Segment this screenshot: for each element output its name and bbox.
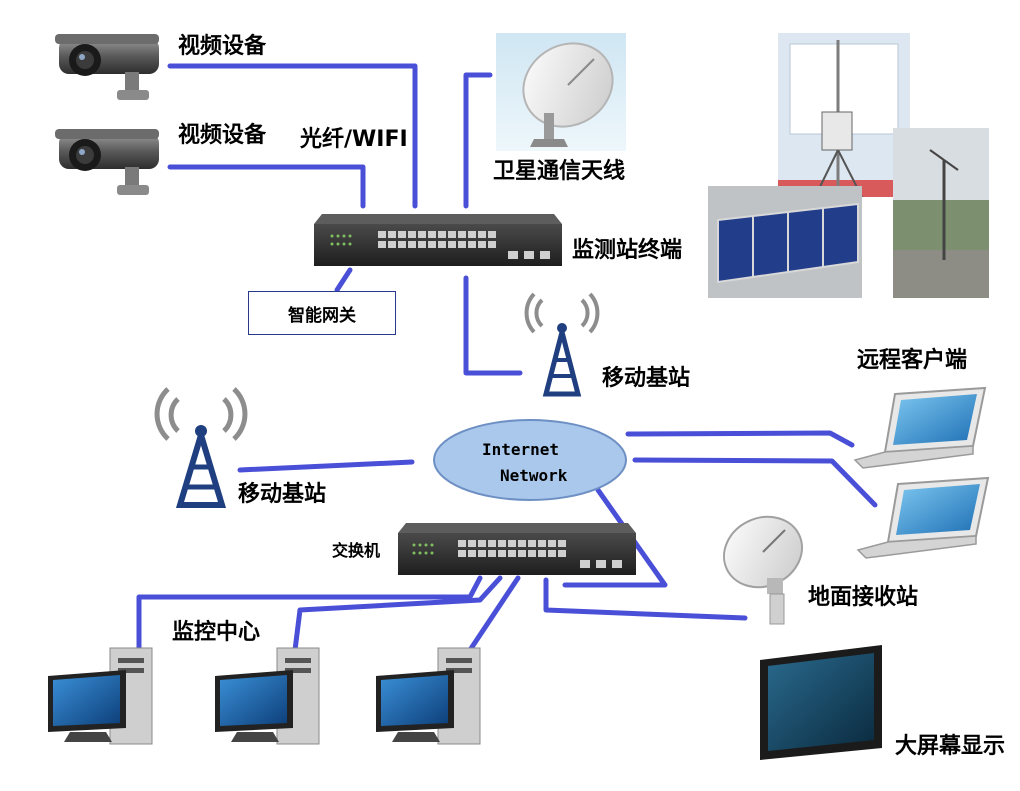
link-video1-to-terminal — [167, 63, 418, 209]
link-satellite-to-terminal — [463, 72, 493, 209]
link-switch-to-pc3 — [467, 575, 521, 653]
camera-icon — [55, 129, 159, 195]
cell-tower-icon — [524, 292, 600, 397]
laptop-icon — [853, 386, 987, 469]
label-remote-client: 远程客户端 — [857, 348, 968, 373]
label-video-device-1: 视频设备 — [178, 34, 267, 59]
station-photo-collage — [708, 33, 989, 298]
label-monitor-center: 监控中心 — [172, 620, 261, 645]
core-switch-icon — [398, 523, 636, 575]
label-base-station-left: 移动基站 — [238, 482, 327, 507]
link-internet-to-laptop1 — [625, 430, 855, 448]
link-video2-to-terminal — [167, 164, 366, 209]
link-internet-to-switch — [562, 487, 668, 588]
connection-lines — [136, 63, 878, 653]
link-switch-to-pc1 — [136, 575, 483, 653]
label-big-screen: 大屏幕显示 — [895, 734, 1006, 759]
internet-cloud — [433, 419, 627, 501]
label-satellite-antenna: 卫星通信天线 — [493, 159, 626, 184]
label-fiber-wifi: 光纤/WIFI — [300, 127, 408, 152]
label-smart-gateway: 智能网关 — [288, 305, 356, 326]
terminal-switch-icon — [314, 214, 562, 266]
satellite-antenna-image — [496, 33, 626, 151]
desktop-computer-icon — [48, 647, 153, 745]
label-base-station-top: 移动基站 — [602, 366, 691, 391]
cell-tower-icon — [154, 387, 248, 508]
label-ground-station: 地面接收站 — [808, 585, 919, 610]
network-label: Network — [500, 466, 568, 485]
link-internet-to-laptop2 — [632, 457, 878, 508]
link-switch-to-ground — [543, 577, 748, 621]
label-switch: 交换机 — [332, 541, 381, 560]
link-terminal-to-basestation — [463, 275, 523, 376]
laptop-icon — [856, 476, 990, 559]
large-display-icon — [760, 645, 882, 760]
desktop-computer-icon — [215, 647, 320, 745]
internet-label: Internet — [482, 440, 560, 459]
label-video-device-2: 视频设备 — [178, 123, 267, 148]
link-terminal-to-gateway — [334, 267, 353, 293]
link-switch-to-pc2 — [292, 575, 503, 653]
camera-icon — [55, 34, 159, 100]
smart-gateway-box: 智能网关 — [248, 291, 396, 335]
desktop-computer-icon — [376, 647, 481, 745]
ground-dish-icon — [723, 515, 803, 625]
label-monitoring-terminal: 监测站终端 — [572, 238, 683, 263]
link-basestation-to-internet — [237, 459, 415, 473]
